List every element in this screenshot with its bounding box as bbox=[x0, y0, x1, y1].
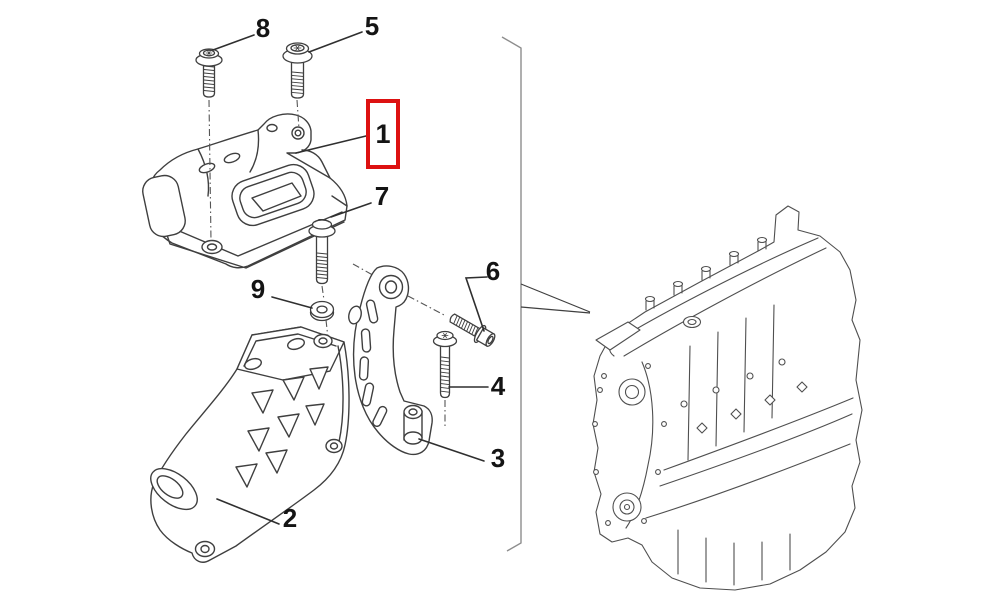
callout-8[interactable]: 8 bbox=[255, 13, 271, 43]
callout-7[interactable]: 7 bbox=[374, 181, 390, 211]
bolt-4-drawing bbox=[432, 330, 458, 399]
leader-lines bbox=[212, 31, 489, 525]
bolt-5-drawing bbox=[282, 42, 313, 99]
engine-illustration bbox=[592, 205, 863, 591]
divider-line bbox=[501, 36, 522, 552]
callout-6[interactable]: 6 bbox=[485, 256, 501, 286]
bolt-8-axis-line bbox=[208, 99, 212, 242]
washer-9-drawing bbox=[309, 300, 335, 322]
bolt-8-drawing bbox=[195, 48, 223, 98]
callout-2[interactable]: 2 bbox=[282, 503, 298, 533]
location-pointer bbox=[520, 283, 591, 314]
callout-5[interactable]: 5 bbox=[364, 11, 380, 41]
callout-3[interactable]: 3 bbox=[490, 443, 506, 473]
callout-1: 1 bbox=[375, 118, 391, 149]
callout-4[interactable]: 4 bbox=[490, 371, 506, 401]
bolt-6-drawing bbox=[449, 313, 496, 347]
bolt-7-drawing bbox=[308, 219, 336, 285]
callout-9[interactable]: 9 bbox=[250, 274, 266, 304]
curved-bracket-drawing bbox=[348, 265, 433, 456]
highlight-box-callout-1[interactable]: 1 bbox=[366, 99, 400, 169]
bolt-5-axis-line bbox=[296, 99, 300, 130]
support-bracket-drawing bbox=[150, 326, 350, 563]
